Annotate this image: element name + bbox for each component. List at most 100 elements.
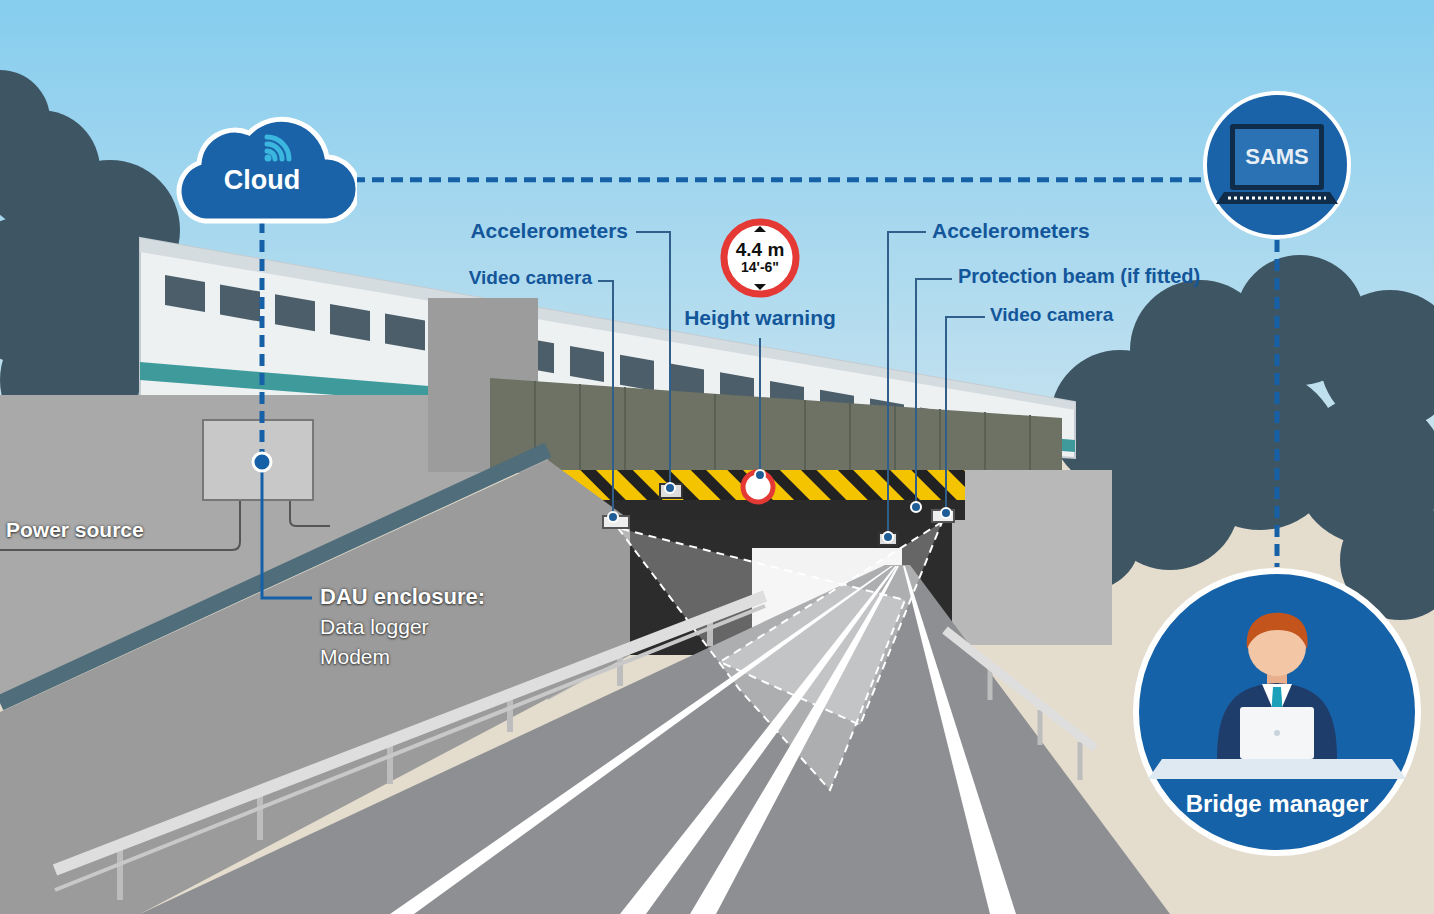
node-title: Bridge manager xyxy=(1186,790,1369,819)
train-part-part xyxy=(330,304,370,341)
bridge-manager-node: Bridge manager xyxy=(1132,567,1422,857)
leader-lines-part xyxy=(888,232,926,533)
node-text: Data logger xyxy=(320,612,488,642)
leader-dots-part xyxy=(608,512,618,522)
leader-dots-part xyxy=(755,470,765,480)
laptop-circle-part xyxy=(1235,129,1319,185)
guard-rail-left-part-part xyxy=(507,697,513,732)
guard-rail-right-part-part xyxy=(988,670,993,700)
train-part-part xyxy=(570,346,604,382)
devices-part xyxy=(879,533,897,545)
bridge-girder-part-part xyxy=(1029,415,1031,472)
leader-dots-part xyxy=(665,483,675,493)
laptop-circle-part xyxy=(1216,192,1338,204)
train-part-part xyxy=(620,355,654,391)
guard-rail-left-part-part xyxy=(117,848,123,900)
bridge-girder-part xyxy=(490,378,1062,472)
lane-lines-part xyxy=(903,566,1016,914)
dau-enclosure-part xyxy=(203,420,313,500)
camera-view xyxy=(618,522,942,790)
guard-rail-left-part xyxy=(55,596,765,870)
bridge-girder-part-part xyxy=(714,394,716,472)
devices-part xyxy=(660,484,682,498)
devices xyxy=(603,472,954,545)
train-part-part xyxy=(165,275,205,312)
leader-dots-part xyxy=(883,532,893,542)
train-part-part xyxy=(385,314,425,351)
guard-rail-right xyxy=(945,630,1095,780)
guard-rail-left-part-part xyxy=(617,655,623,686)
laptop-circle-part xyxy=(1230,124,1324,190)
guard-rail-left-part-part xyxy=(257,794,263,840)
dashed-link xyxy=(1275,240,1280,567)
network-link xyxy=(262,221,312,598)
dau-enclosure-part xyxy=(0,500,240,550)
manager-circle-part xyxy=(1274,730,1280,736)
right-abutment xyxy=(952,470,1112,645)
node-title: Cloud xyxy=(224,165,300,196)
manager-circle-part xyxy=(1217,683,1337,759)
bridge-girder-part xyxy=(535,381,1030,472)
train xyxy=(140,238,1075,519)
sams-node: SAMS xyxy=(1202,90,1352,240)
bridge-girder xyxy=(490,378,1062,472)
guard-rail-right-part xyxy=(945,630,1095,748)
network-link xyxy=(1277,240,1278,567)
camera-view-part xyxy=(720,522,942,725)
height-sign-part xyxy=(724,222,796,294)
dashed-link xyxy=(260,221,265,462)
leader-lines-part xyxy=(598,281,613,513)
guard-rail-right-part-part xyxy=(1078,742,1083,780)
bridge-girder-part-part xyxy=(624,387,626,472)
accelerometer-label: Accelerometers xyxy=(470,219,628,243)
protection-beam-label: Protection beam (if fitted) xyxy=(958,265,1200,288)
link-line xyxy=(262,462,312,598)
camera-label: Video camera xyxy=(990,304,1113,326)
height-sign-node: 4.4 m14'-6" xyxy=(718,216,802,300)
bridge-girder-part-part xyxy=(804,400,806,472)
cloud-shape-part xyxy=(179,119,357,221)
cloud-node: Cloud xyxy=(167,93,357,233)
node-text: 14'-6" xyxy=(741,260,779,275)
height-warning-label: Height warning xyxy=(640,306,880,330)
manager-circle-part xyxy=(1240,707,1314,759)
dau-enclosure-part xyxy=(290,500,330,526)
laptop-circle-part xyxy=(1228,197,1326,200)
network-link xyxy=(353,179,1207,180)
leader-lines-part xyxy=(759,338,761,471)
height-sign-part xyxy=(754,284,766,290)
manager-circle-part xyxy=(1148,759,1406,779)
leader-dots xyxy=(608,470,951,542)
train-part-part xyxy=(220,285,260,322)
guard-rail-left-part-part xyxy=(387,744,393,784)
power-source-label: Power source xyxy=(6,518,144,542)
dashed-link xyxy=(353,177,1207,182)
guard-rail-left-part xyxy=(55,606,765,890)
leader-lines-part xyxy=(946,317,985,509)
bridge-girder-part-part xyxy=(849,403,851,472)
node-title: SAMS xyxy=(1245,144,1309,169)
node-title: 4.4 m xyxy=(736,240,785,260)
bridge-girder-part-part xyxy=(984,412,986,472)
camera-label: Video camera xyxy=(469,267,592,289)
guard-rail-right-part-part xyxy=(1038,710,1043,745)
bridge-girder-part-part xyxy=(894,406,896,472)
cloud-shape-part xyxy=(265,155,272,162)
trees-left-part xyxy=(0,70,50,170)
dau-enclosure xyxy=(0,420,330,550)
junction-dot xyxy=(253,453,271,471)
laptop-circle-part xyxy=(1205,93,1349,237)
manager-circle-part xyxy=(1247,613,1308,649)
accelerometer-label: Accelerometers xyxy=(932,219,1090,243)
node-text: Modem xyxy=(320,642,488,672)
dau-node: DAU enclosure:Data loggerModem xyxy=(312,582,492,676)
leader-lines-part xyxy=(636,232,670,484)
leader-dots-part xyxy=(941,508,951,518)
road xyxy=(140,565,1170,914)
bridge-girder-part-part xyxy=(939,409,941,472)
height-sign-part xyxy=(754,226,766,232)
guard-rail-left xyxy=(55,596,765,900)
node-title: DAU enclosure: xyxy=(320,582,488,612)
